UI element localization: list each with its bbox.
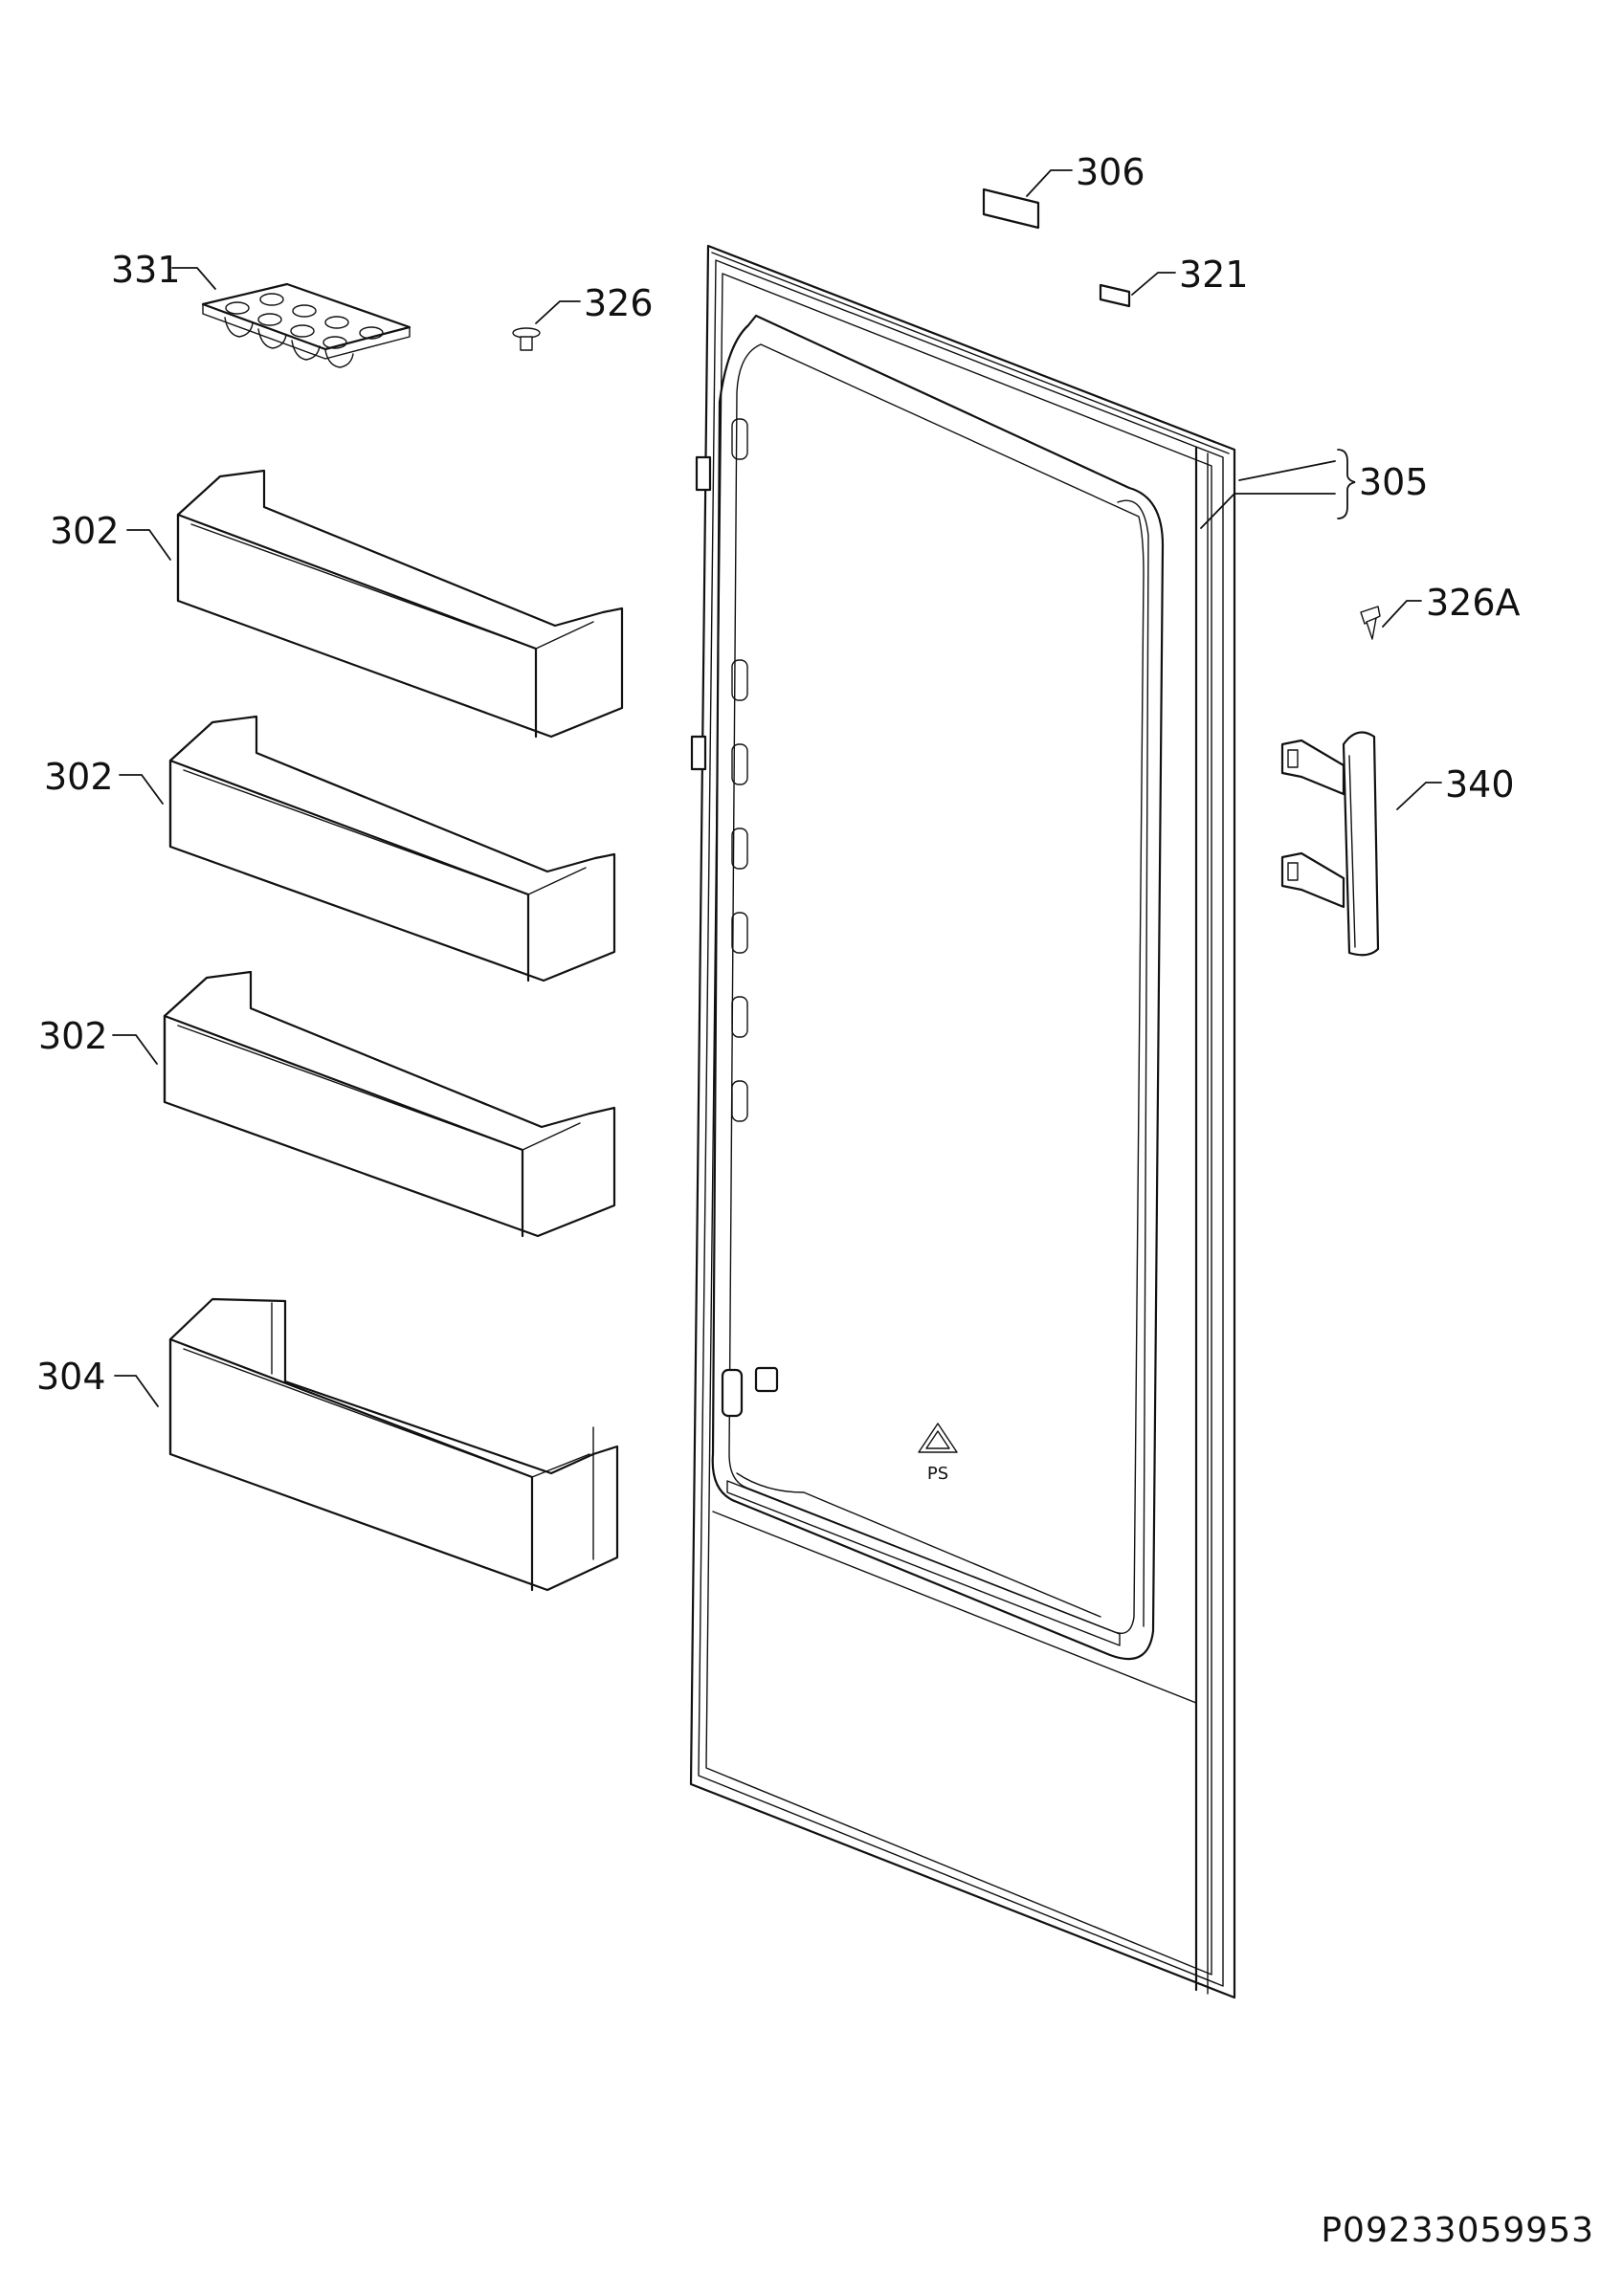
label-321: 321 (1179, 254, 1249, 296)
label-326: 326 (584, 282, 654, 324)
recycle-mark-text: PS (927, 1464, 948, 1484)
label-306: 306 (1076, 151, 1145, 193)
label-340: 340 (1445, 763, 1515, 806)
label-304: 304 (36, 1356, 106, 1398)
part-326a-screw (1360, 606, 1381, 640)
shelf-clips (731, 418, 748, 1122)
recycle-icon: PS (918, 1423, 958, 1484)
part-302-shelf-1 (176, 469, 624, 739)
label-305: 305 (1359, 461, 1429, 503)
label-331: 331 (111, 249, 181, 291)
leader-lines (112, 169, 1442, 1407)
part-302-shelf-2 (168, 715, 616, 982)
part-304-shelf (168, 1297, 619, 1592)
label-302-2: 302 (44, 756, 114, 798)
part-331-egg-tray (201, 282, 411, 368)
label-302-1: 302 (50, 510, 120, 552)
document-id: P09233059953 (1321, 2211, 1594, 2250)
label-302-3: 302 (38, 1015, 108, 1057)
part-326-clip (512, 327, 541, 351)
part-302-shelf-3 (163, 970, 616, 1238)
part-321-block (1099, 283, 1131, 308)
part-340-handle (1280, 731, 1380, 957)
part-306-label-plate (982, 188, 1040, 230)
label-326a: 326A (1426, 582, 1521, 624)
door-assembly: PS (689, 244, 1236, 1999)
